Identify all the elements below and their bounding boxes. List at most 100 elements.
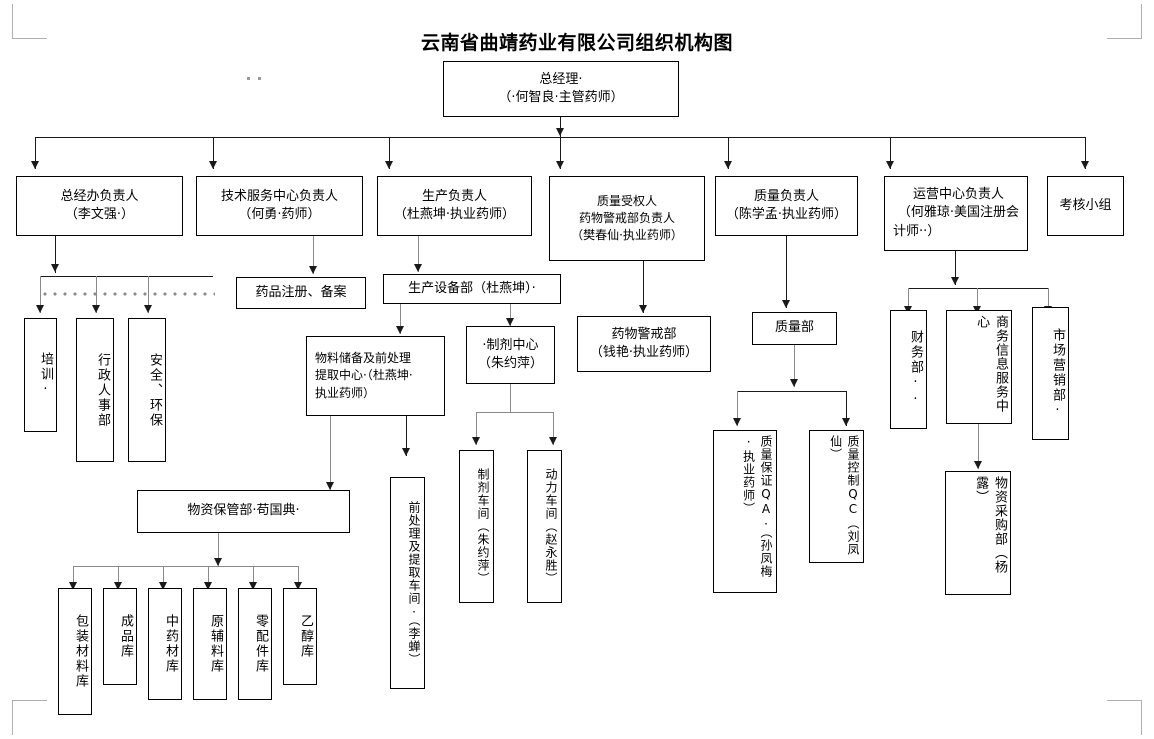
node-quality-dept[interactable]: 质量部: [752, 312, 837, 345]
arrow-operations-down: [951, 277, 959, 285]
node-marketing-dept-label: 市场营销部·: [1050, 327, 1065, 420]
node-warehouse-raw-material-label: 原辅料库: [208, 614, 223, 674]
node-procurement-dept[interactable]: 物资采购部（杨露）: [945, 471, 1011, 595]
connector-pretreat-workshop: [406, 416, 408, 456]
node-warehouse-finished-label: 成品库: [118, 614, 133, 659]
node-training-label: 培训·: [38, 351, 53, 399]
node-production-equipment-dept-label: 生产设备部（杜燕坤）·: [408, 280, 536, 296]
node-gm-office-line2: （李文强·）: [64, 207, 135, 222]
node-quality-assurance-qa[interactable]: 质量保证QA·（孙凤梅·执业药师）: [713, 430, 777, 593]
node-warehouse-spare-parts[interactable]: 零配件库: [238, 588, 272, 700]
connector-drop-wh-finished: [118, 566, 120, 590]
arrow-drop-prep-workshop: [472, 437, 480, 445]
connector-prep-center: [510, 304, 512, 326]
connector-prep-center-bus: [476, 412, 554, 414]
arrow-tech-down: [309, 266, 317, 274]
node-general-manager-line2: （·何智良·主管药师）: [498, 90, 624, 105]
arrow-gm-office-down: [51, 264, 59, 272]
arrow-drop-operations: [886, 161, 894, 169]
node-preparation-center-line1: ·制剂中心: [482, 337, 539, 353]
page-title: 云南省曲靖药业有限公司组织机构图: [420, 32, 733, 54]
arrow-drop-wh-raw: [204, 582, 212, 590]
connector-drop-qualified-person: [560, 137, 562, 169]
node-warehouse-herb[interactable]: 中药材库: [148, 588, 182, 700]
node-quality-head[interactable]: 质量负责人 （陈学孟·执业药师）: [715, 176, 858, 236]
connector-production-down: [418, 236, 420, 272]
node-hr-department[interactable]: 行政人事部: [76, 318, 114, 462]
connector-warehouses-bus: [73, 566, 298, 568]
node-preparation-workshop-label: 制剂车间（朱约萍）: [476, 468, 490, 585]
arrow-drop-wh-herb: [159, 582, 167, 590]
node-tech-service-center-line1: 技术服务中心负责人: [220, 188, 338, 204]
connector-quality-dept-bus: [737, 391, 847, 393]
node-warehouse-ethanol[interactable]: 乙醇库: [283, 588, 317, 685]
connector-drop-prep-workshop: [476, 412, 478, 445]
arrow-drop-production: [385, 161, 393, 169]
node-safety-environment[interactable]: 安全、环保: [128, 318, 166, 462]
node-gm-office[interactable]: 总经办负责人 （李文强·）: [16, 176, 183, 236]
arrow-pv-dept-down: [639, 305, 647, 313]
connector-drop-business-info: [977, 288, 979, 314]
connector-gm-down: [560, 117, 562, 137]
page-corner-mark-bottom-left: [12, 700, 47, 735]
connector-prep-center-down: [510, 384, 512, 412]
node-pharmacovigilance-dept[interactable]: 药物警戒部 （钱艳·执业药师）: [577, 316, 711, 372]
connector-material-center: [400, 304, 402, 334]
node-operations-center[interactable]: 运营中心负责人 （何雅琼·美国注册会 计师··）: [884, 176, 1028, 251]
node-preparation-workshop[interactable]: 制剂车间（朱约萍）: [459, 450, 494, 603]
node-tech-service-center[interactable]: 技术服务中心负责人 （何勇·药师）: [196, 176, 363, 236]
node-material-storage-center-line1: 物料储备及前处理: [315, 351, 412, 366]
node-material-custody-dept[interactable]: 物资保管部·苟国典·: [137, 490, 350, 533]
node-power-workshop[interactable]: 动力车间（赵永胜）: [527, 450, 562, 603]
node-warehouse-packaging[interactable]: 包装材料库: [58, 588, 92, 715]
connector-gm-office-bus: [40, 276, 213, 278]
node-warehouse-packaging-label: 包装材料库: [73, 614, 88, 689]
node-production-head[interactable]: 生产负责人 （杜燕坤·执业药师）: [377, 176, 532, 236]
node-qualified-person-line2: 药物警戒部负责人: [578, 210, 675, 225]
arrow-quality-dept-bus-down: [790, 379, 798, 387]
node-quality-authorized-person[interactable]: 质量受权人 药物警戒部负责人 （樊春仙·执业药师）: [549, 176, 705, 261]
node-material-custody-dept-label: 物资保管部·苟国典·: [187, 503, 300, 519]
arrow-warehouses-down: [214, 558, 222, 566]
node-warehouse-finished[interactable]: 成品库: [103, 588, 137, 685]
node-safety-environment-label: 安全、环保: [147, 352, 162, 428]
node-drug-registration[interactable]: 药品注册、备案: [236, 277, 366, 309]
node-pretreatment-workshop[interactable]: 前处理及提取车间·（李蝉）: [390, 477, 425, 689]
connector-warehouses-down: [218, 533, 220, 566]
connector-drop-hr: [96, 276, 98, 313]
node-business-info-service-center[interactable]: 商务信息服务中心: [946, 310, 1012, 424]
arrow-drop-qa: [733, 418, 741, 426]
node-preparation-center[interactable]: ·制剂中心 （朱约萍）: [466, 326, 555, 384]
connector-drop-finance: [908, 288, 910, 314]
node-pretreatment-workshop-label: 前处理及提取车间·（李蝉）: [407, 500, 421, 666]
node-warehouse-raw-material[interactable]: 原辅料库: [193, 588, 227, 700]
arrow-gm-down: [556, 128, 564, 136]
arrow-drop-qc: [842, 418, 850, 426]
node-quality-head-line1: 质量负责人: [753, 188, 819, 204]
node-finance-dept-label: 财务部··: [908, 330, 923, 409]
arrow-drop-qualified-person: [556, 161, 564, 169]
node-assessment-group[interactable]: 考核小组: [1047, 176, 1124, 236]
arrow-drop-wh-packaging: [69, 582, 77, 590]
connector-drop-qc: [846, 391, 848, 426]
node-general-manager[interactable]: 总经理· （·何智良·主管药师）: [443, 61, 679, 117]
connector-drop-quality-head: [728, 137, 730, 169]
arrow-drop-wh-parts: [249, 582, 257, 590]
node-power-workshop-label: 动力车间（赵永胜）: [544, 468, 558, 585]
connector-drop-wh-packaging: [73, 566, 75, 590]
node-marketing-dept[interactable]: 市场营销部·: [1032, 307, 1069, 440]
node-preparation-center-line2: （朱约萍）: [477, 356, 543, 371]
connector-tech-down: [313, 236, 315, 274]
node-quality-control-qc[interactable]: 质量控制QC（刘凤仙）: [809, 430, 864, 563]
node-production-equipment-dept[interactable]: 生产设备部（杜燕坤）·: [383, 274, 561, 304]
connector-drop-tech-center: [213, 137, 215, 169]
node-training[interactable]: 培训·: [24, 318, 57, 432]
node-quality-head-line2: （陈学孟·执业药师）: [725, 207, 848, 222]
arrow-procurement-down: [974, 461, 982, 469]
node-material-storage-center-line3: 执业药师）: [315, 385, 376, 400]
connector-drop-wh-raw: [208, 566, 210, 590]
node-finance-dept[interactable]: 财务部··: [890, 310, 927, 429]
connector-drop-wh-ethanol: [298, 566, 300, 590]
arrow-drop-assessment-group: [1081, 161, 1089, 169]
node-material-storage-center[interactable]: 物料储备及前处理 提取中心·（杜燕坤· 执业药师）: [306, 336, 445, 416]
